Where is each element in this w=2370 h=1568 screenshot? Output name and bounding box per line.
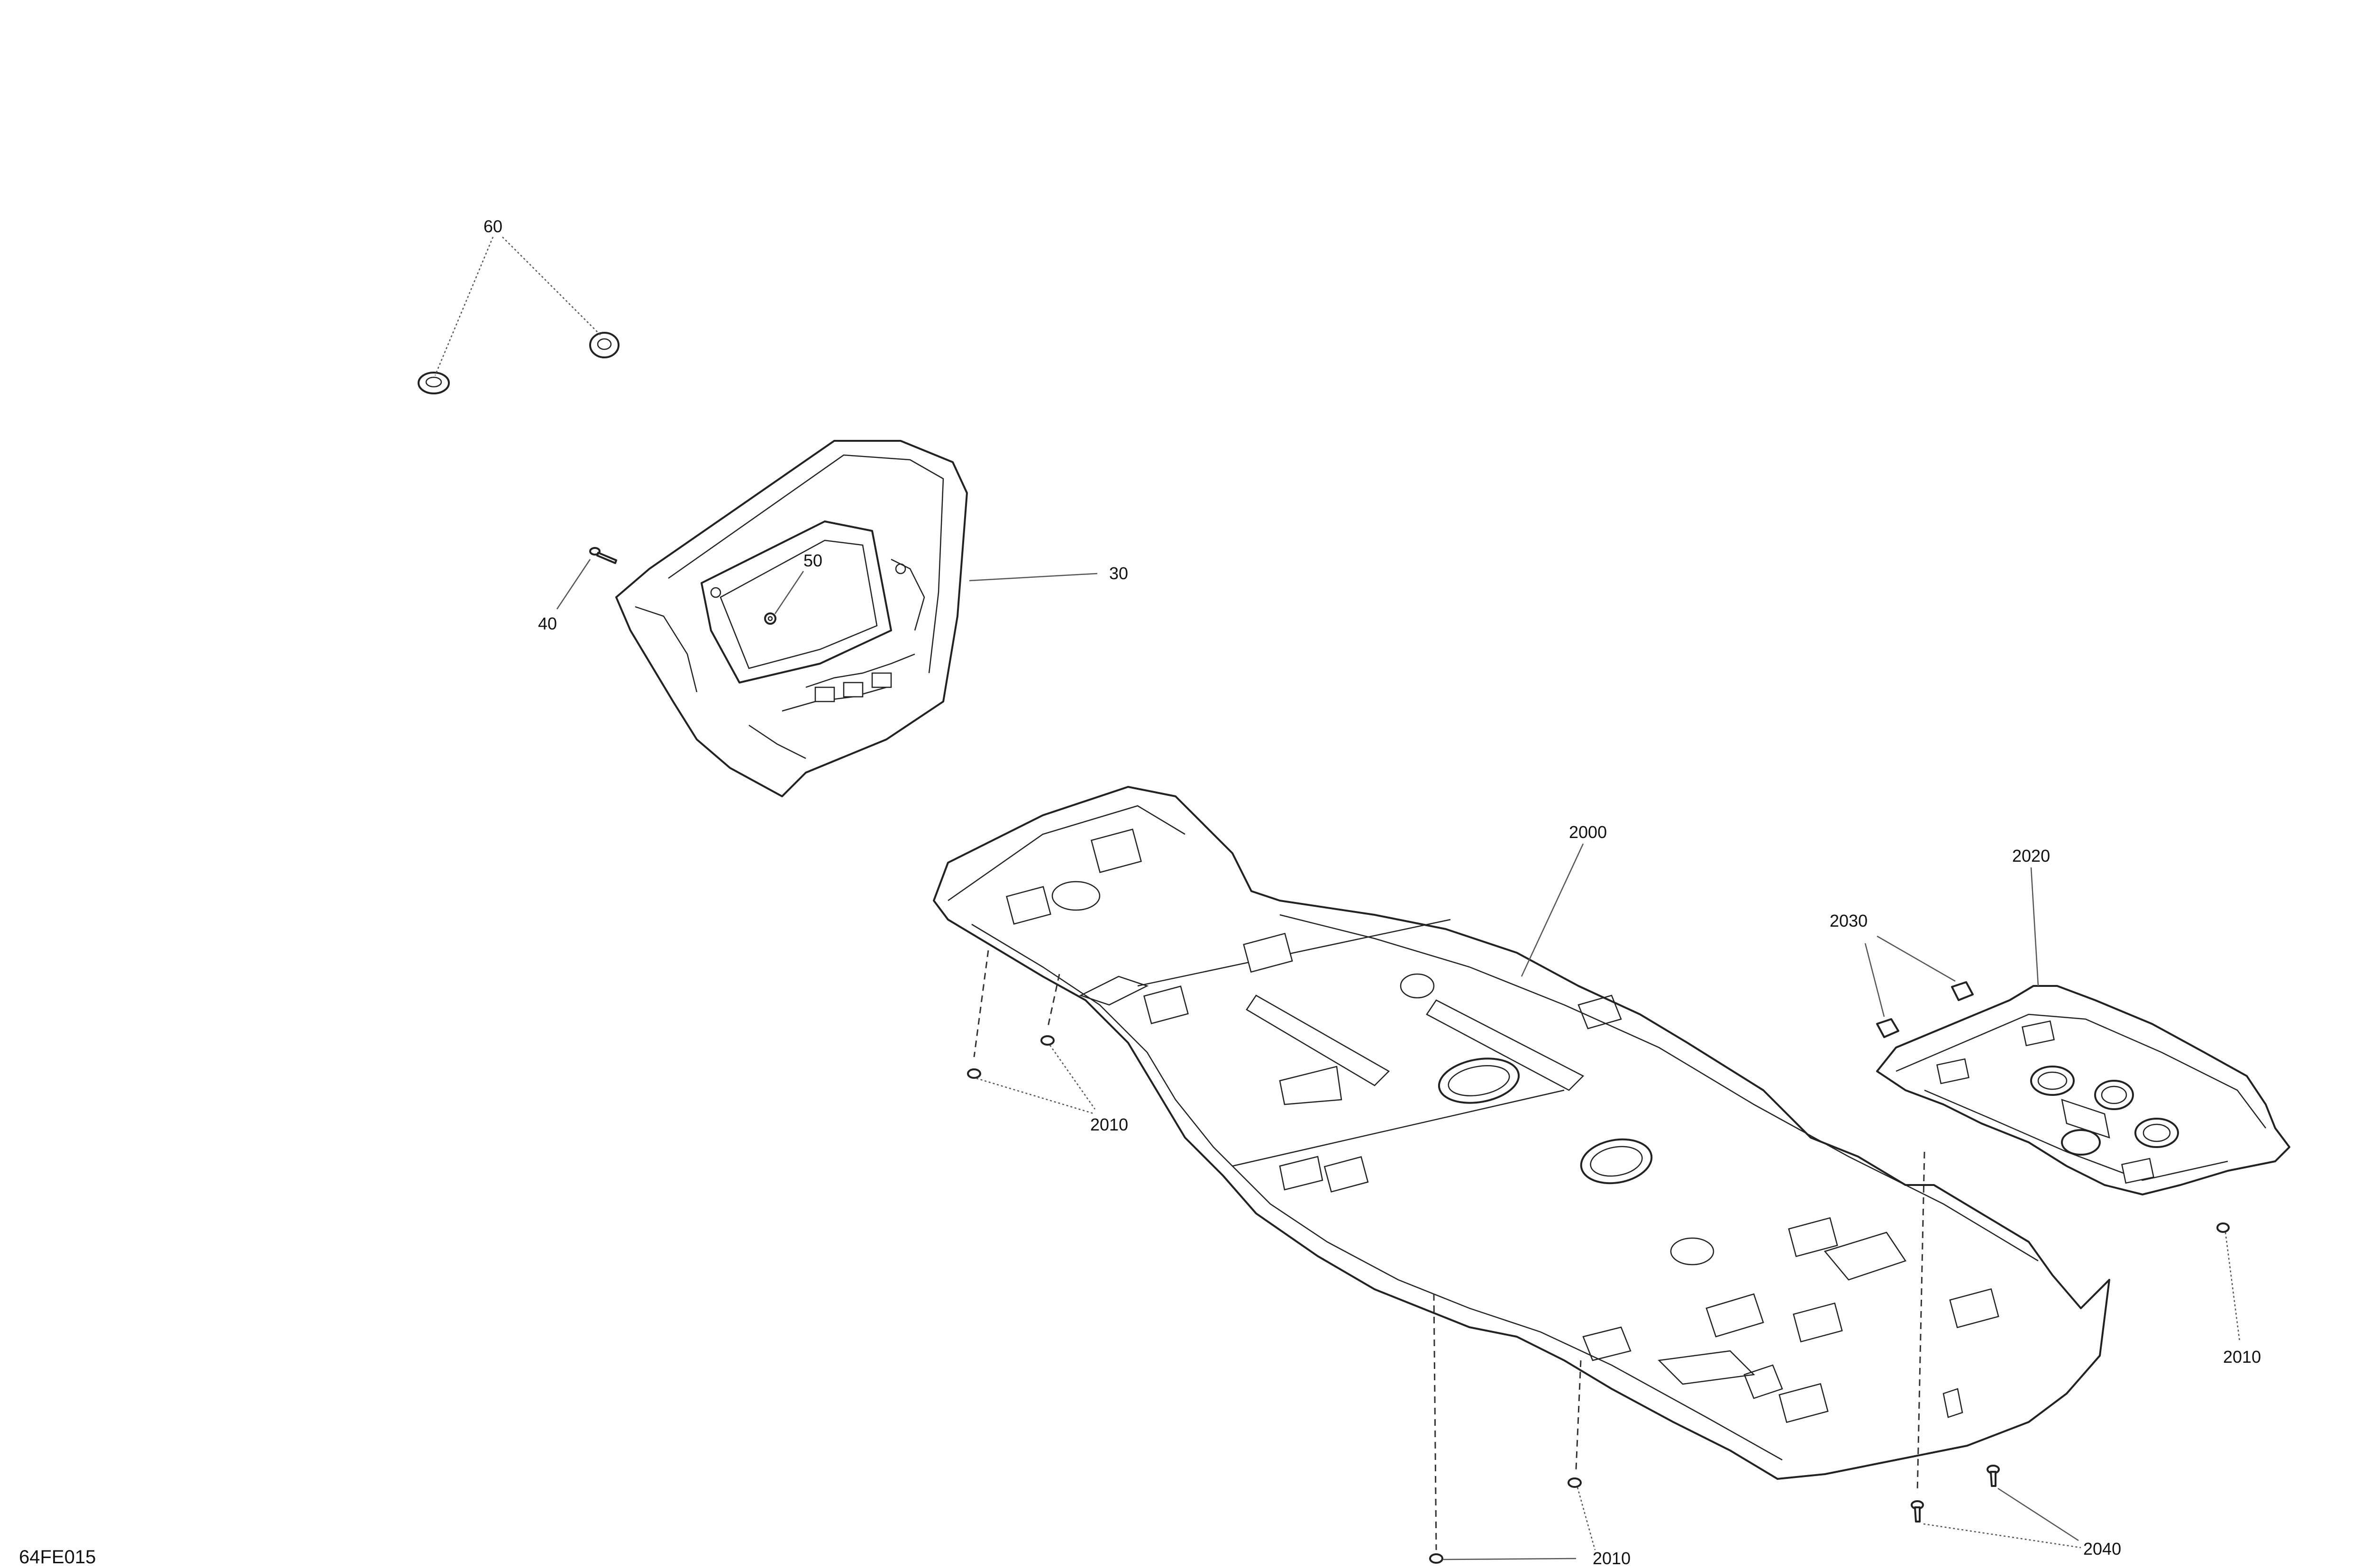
callout-2000: 2000 bbox=[1569, 822, 1607, 842]
leader-2020 bbox=[2030, 867, 2039, 986]
callout-30: 30 bbox=[1109, 564, 1128, 583]
clip-nut-left bbox=[1876, 1018, 1899, 1038]
callout-2020: 2020 bbox=[2012, 846, 2050, 866]
callout-2010-right: 2010 bbox=[2223, 1347, 2261, 1367]
diagram-reference-code: 64FE015 bbox=[19, 1547, 96, 1568]
part-60-push-nuts bbox=[418, 237, 620, 394]
callout-2030: 2030 bbox=[1830, 911, 1868, 930]
part-2010-fastener-right bbox=[2216, 1222, 2241, 1342]
leader-60-right bbox=[502, 237, 602, 336]
leader-30 bbox=[969, 573, 1098, 582]
leader-2000 bbox=[1521, 843, 1584, 977]
part-2000-skid-plate bbox=[933, 786, 2110, 1480]
part-40-screw bbox=[556, 547, 617, 610]
part-2010-fasteners-bottom bbox=[1429, 1294, 1596, 1564]
callout-40: 40 bbox=[538, 614, 557, 633]
leader-60-left bbox=[434, 237, 494, 376]
callout-2040: 2040 bbox=[2083, 1539, 2121, 1559]
callout-60: 60 bbox=[483, 217, 502, 236]
clip-nut-right bbox=[1951, 981, 1974, 1001]
leader-2030-left bbox=[1864, 943, 1885, 1017]
callout-2010-left: 2010 bbox=[1090, 1115, 1128, 1134]
push-nut-left bbox=[418, 372, 450, 394]
part-30-front-panel bbox=[615, 440, 968, 797]
part-50-nut bbox=[764, 571, 804, 625]
part-2030-clip-nuts bbox=[1864, 935, 1974, 1038]
leader-2030-right bbox=[1877, 935, 1956, 982]
part-2020-rear-skid-plate bbox=[1876, 985, 2290, 1195]
callout-50: 50 bbox=[803, 551, 822, 570]
part-2010-fasteners-left bbox=[967, 950, 1096, 1115]
screw-right bbox=[1987, 1465, 2000, 1487]
callout-2010-bottom: 2010 bbox=[1593, 1549, 1631, 1568]
screw-left bbox=[1911, 1500, 1924, 1522]
part-2040-screws bbox=[1911, 1151, 2081, 1549]
push-nut-right bbox=[589, 332, 620, 358]
